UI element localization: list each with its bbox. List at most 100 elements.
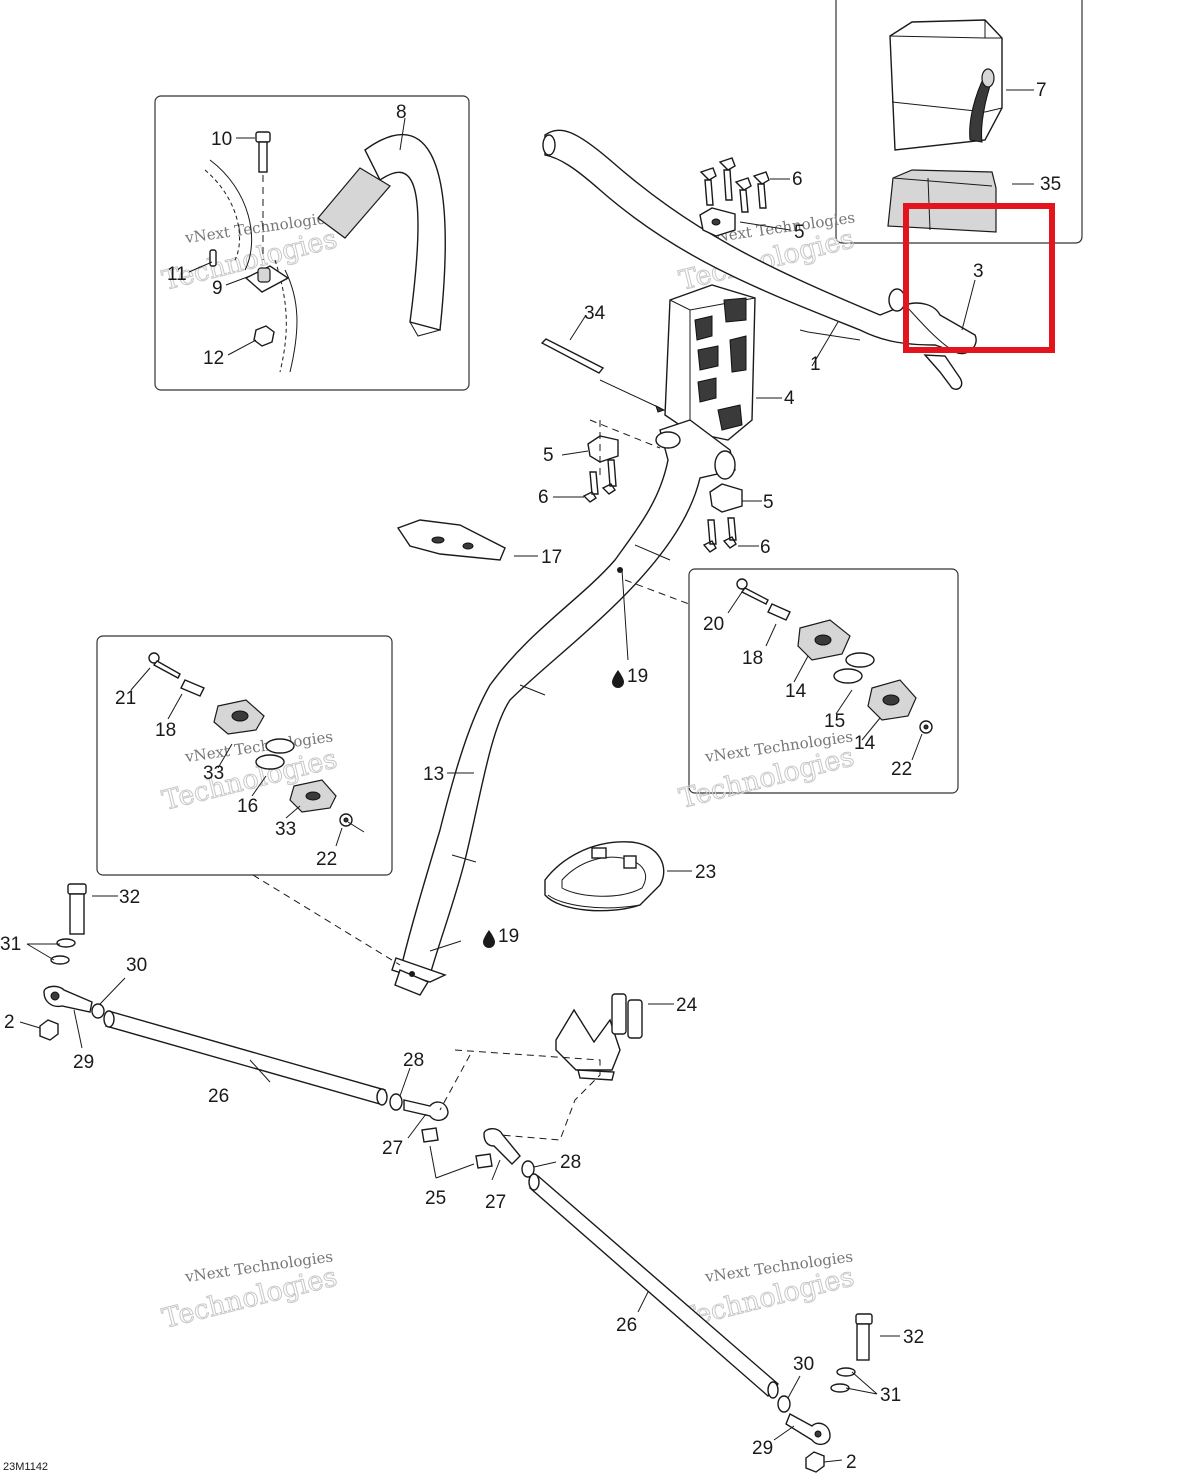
- part-18-sleeve-lower[interactable]: [180, 679, 205, 697]
- part-27-rod-end-left[interactable]: [403, 1099, 449, 1122]
- part-5-clamp-left[interactable]: [587, 435, 619, 463]
- callout-20: 20: [703, 614, 724, 635]
- part-17-plate[interactable]: [396, 519, 506, 561]
- callout-29: 29: [752, 1438, 773, 1459]
- diagram-code: 23M1142: [3, 1461, 48, 1473]
- part-12-nut[interactable]: [253, 325, 275, 347]
- part-22-nut-lower[interactable]: [339, 813, 353, 827]
- callout-11: 11: [167, 264, 187, 285]
- part-2-nut-left[interactable]: [39, 1019, 59, 1041]
- part-9-clamp-bracket[interactable]: [244, 265, 290, 293]
- callout-35: 35: [1040, 174, 1061, 195]
- part-34-pin[interactable]: [540, 338, 666, 413]
- detail-frame-handlebar-pad: [835, 0, 1083, 244]
- detail-frame-upper-bearing: [688, 568, 959, 794]
- callout-26: 26: [208, 1086, 229, 1107]
- detail-frame-handlebar-clamp: [154, 95, 470, 391]
- callout-34: 34: [584, 303, 606, 324]
- part-29-ball-joint-right[interactable]: [785, 1413, 831, 1446]
- oil-drop-icon: [612, 670, 624, 688]
- part-8-grip-sleeve[interactable]: [204, 133, 446, 373]
- callout-5: 5: [543, 445, 554, 466]
- callout-26: 26: [616, 1315, 637, 1336]
- callout-27: 27: [485, 1192, 506, 1213]
- callout-28: 28: [403, 1050, 424, 1071]
- part-16-bushing[interactable]: [255, 738, 295, 770]
- callout-7: 7: [1036, 80, 1047, 101]
- callout-31: 31: [880, 1385, 901, 1406]
- detail-frame-lower-bearing: [96, 635, 393, 876]
- part-33-bearing-half-upper[interactable]: [213, 699, 265, 735]
- callout-6: 6: [792, 169, 803, 190]
- part-4-steering-riser[interactable]: [664, 284, 756, 441]
- callout-32: 32: [119, 887, 140, 908]
- callout-19: 19: [498, 926, 519, 947]
- part-13-steering-column[interactable]: [391, 419, 736, 996]
- part-32-bolt-left[interactable]: [67, 883, 87, 935]
- callout-12: 12: [203, 348, 224, 369]
- part-29-ball-joint-left[interactable]: [43, 985, 93, 1013]
- part-14-bearing-half-upper[interactable]: [797, 619, 851, 661]
- callout-3: 3: [973, 261, 984, 282]
- callout-17: 17: [541, 547, 562, 568]
- part-7-handlebar-pad[interactable]: [889, 19, 1003, 151]
- callout-25: 25: [425, 1188, 446, 1209]
- part-22-nut-upper[interactable]: [919, 720, 933, 734]
- callout-5: 5: [794, 222, 805, 243]
- callout-9: 9: [212, 278, 223, 299]
- callout-14: 14: [854, 733, 876, 754]
- part-30-nut-left[interactable]: [91, 1003, 105, 1019]
- part-21-bolt[interactable]: [148, 652, 181, 679]
- part-30-nut-right[interactable]: [777, 1395, 791, 1413]
- callout-32: 32: [903, 1327, 924, 1348]
- callout-5: 5: [763, 492, 774, 513]
- part-31-washers-left[interactable]: [50, 938, 76, 965]
- part-18-sleeve-upper[interactable]: [767, 603, 791, 621]
- oil-drop-icon: [483, 930, 495, 948]
- callout-21: 21: [115, 688, 136, 709]
- callout-22: 22: [316, 849, 337, 870]
- part-25-bushings[interactable]: [421, 1127, 493, 1169]
- part-6-bolt-set-top[interactable]: [699, 157, 770, 213]
- callout-2: 2: [846, 1452, 857, 1473]
- callout-14: 14: [785, 681, 807, 702]
- part-33-bearing-half-lower[interactable]: [289, 779, 337, 813]
- callout-28: 28: [560, 1152, 581, 1173]
- part-35-pad-base[interactable]: [887, 169, 997, 233]
- part-15-bushing[interactable]: [833, 652, 875, 684]
- callout-19: 19: [627, 666, 648, 687]
- callout-30: 30: [126, 955, 147, 976]
- part-5-clamp-right[interactable]: [709, 483, 743, 513]
- callout-33: 33: [203, 763, 224, 784]
- leader-lines: [19, 89, 1034, 1463]
- callout-29: 29: [73, 1052, 94, 1073]
- callout-22: 22: [891, 759, 912, 780]
- callout-18: 18: [742, 648, 763, 669]
- part-11-pin[interactable]: [209, 249, 217, 267]
- part-28-nut-center-left[interactable]: [389, 1093, 403, 1111]
- callout-4: 4: [784, 388, 795, 409]
- callout-23: 23: [695, 862, 716, 883]
- callout-8: 8: [396, 102, 407, 123]
- part-20-bolt[interactable]: [736, 578, 769, 605]
- part-2-nut-right[interactable]: [805, 1451, 825, 1473]
- part-23-boot[interactable]: [544, 841, 665, 912]
- part-27-rod-end-right[interactable]: [483, 1128, 521, 1165]
- callout-6: 6: [538, 487, 549, 508]
- part-6-bolt-right[interactable]: [702, 517, 737, 553]
- callout-27: 27: [382, 1138, 403, 1159]
- part-5-clamp-top[interactable]: [699, 207, 736, 237]
- part-26-tie-rod-left[interactable]: [103, 1010, 388, 1106]
- part-10-bolt[interactable]: [255, 131, 271, 260]
- part-26-tie-rod-right[interactable]: [528, 1173, 779, 1399]
- callout-6: 6: [760, 537, 771, 558]
- part-6-bolt-left[interactable]: [582, 459, 617, 503]
- part-31-washers-right[interactable]: [830, 1367, 856, 1393]
- part-32-bolt-right[interactable]: [855, 1313, 873, 1361]
- part-14-bearing-half-lower[interactable]: [867, 679, 917, 721]
- callout-33: 33: [275, 819, 296, 840]
- callout-10: 10: [211, 129, 232, 150]
- part-28-nut-center-right[interactable]: [521, 1160, 535, 1178]
- part-24-pivot-bracket[interactable]: [555, 993, 643, 1081]
